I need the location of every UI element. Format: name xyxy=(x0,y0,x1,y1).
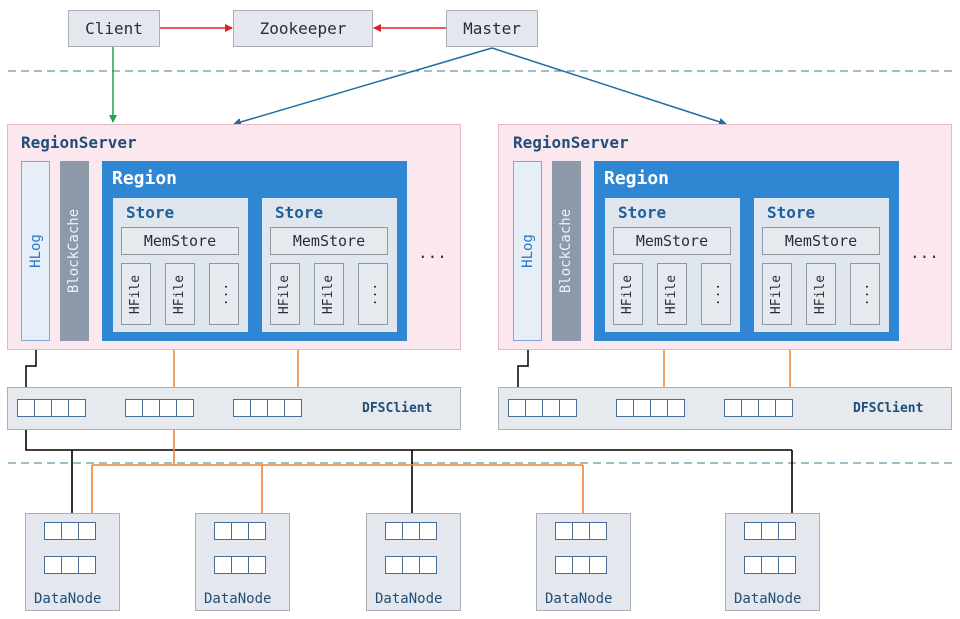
hfile-label: HFile xyxy=(813,274,829,314)
rs2-store-1-hfile-more: ... xyxy=(701,263,731,325)
rs2-hlog-arrow xyxy=(514,341,529,398)
rs1-store-2-memstore: MemStore xyxy=(270,227,388,255)
memstore-label: MemStore xyxy=(635,232,709,250)
hlog-1: HLog xyxy=(21,161,50,341)
datanode-2: DataNode xyxy=(195,513,290,611)
dfsclient-1-buffer-3 xyxy=(233,399,302,417)
master-to-rs2-arrow xyxy=(491,47,727,126)
datanode-4: DataNode xyxy=(536,513,631,611)
dfsclient-1-buffer-1 xyxy=(17,399,86,417)
dfsclient-2-buffer-2 xyxy=(616,399,685,417)
datanode-3: DataNode xyxy=(366,513,461,611)
hfile-label: HFile xyxy=(277,274,293,314)
hfile-label: HFile xyxy=(128,274,144,314)
dfsclient-2-buffer-1 xyxy=(508,399,577,417)
blockcache-1: BlockCache xyxy=(60,161,89,341)
hfile-label: HFile xyxy=(620,274,636,314)
memstore-label: MemStore xyxy=(143,232,217,250)
rs1-store-2-hfile-1: HFile xyxy=(270,263,300,325)
datanode-block-row xyxy=(555,522,607,540)
datanode-3-label: DataNode xyxy=(375,591,443,607)
regionserver-1-title: RegionServer xyxy=(21,133,137,152)
rs2-store-1-memstore: MemStore xyxy=(613,227,731,255)
client-box: Client xyxy=(68,10,160,47)
datanode-5-label: DataNode xyxy=(734,591,802,607)
datanode-5: DataNode xyxy=(725,513,820,611)
memstore-label: MemStore xyxy=(292,232,366,250)
rs2-store-2-hfile-1: HFile xyxy=(762,263,792,325)
hfile-label: HFile xyxy=(321,274,337,314)
more-label: ... xyxy=(857,282,873,306)
rs1-store-1-hfile-2: HFile xyxy=(165,263,195,325)
datanode-1: DataNode xyxy=(25,513,120,611)
rs2-store-2-memstore: MemStore xyxy=(762,227,880,255)
rs1-store-1-hfile-1: HFile xyxy=(121,263,151,325)
rs2-store-1-title: Store xyxy=(618,203,667,222)
rs1-store-1-hfile-more: ... xyxy=(209,263,239,325)
rs1-store-2-title: Store xyxy=(275,203,324,222)
rs2-store-2-hfile-2: HFile xyxy=(806,263,836,325)
datanode-block-row xyxy=(44,556,96,574)
datanode-block-row xyxy=(744,522,796,540)
blockcache-2-label: BlockCache xyxy=(558,208,575,294)
region-2-title: Region xyxy=(604,168,670,189)
region-1-title: Region xyxy=(112,168,178,189)
master-box: Master xyxy=(446,10,538,47)
dfsclient-2-label: DFSClient xyxy=(853,401,924,416)
rs2-region-ellipsis: ... xyxy=(910,243,939,262)
datanode-block-row xyxy=(214,556,266,574)
datanode-1-label: DataNode xyxy=(34,591,102,607)
dfsclient-2-buffer-3 xyxy=(724,399,793,417)
hfile-label: HFile xyxy=(172,274,188,314)
datanode-block-row xyxy=(385,522,437,540)
hlog-2-label: HLog xyxy=(519,234,536,268)
datanode-block-row xyxy=(385,556,437,574)
memstore-label: MemStore xyxy=(784,232,858,250)
client-label: Client xyxy=(85,19,143,38)
blockcache-1-label: BlockCache xyxy=(66,208,83,294)
datanode-block-row xyxy=(744,556,796,574)
more-label: ... xyxy=(708,282,724,306)
hlog-2: HLog xyxy=(513,161,542,341)
hfile-label: HFile xyxy=(769,274,785,314)
hfile-label: HFile xyxy=(664,274,680,314)
rs2-store-2-hfile-more: ... xyxy=(850,263,880,325)
rs1-region-ellipsis: ... xyxy=(418,243,447,262)
datanode-block-row xyxy=(44,522,96,540)
rs2-store-1-hfile-1: HFile xyxy=(613,263,643,325)
datanode-4-label: DataNode xyxy=(545,591,613,607)
rs1-store-1-title: Store xyxy=(126,203,175,222)
rs1-store-2-hfile-2: HFile xyxy=(314,263,344,325)
rs1-hlog-arrow xyxy=(22,341,37,398)
more-label: ... xyxy=(216,282,232,306)
dfsclient-1-label: DFSClient xyxy=(362,401,433,416)
rs2-store-2-title: Store xyxy=(767,203,816,222)
zookeeper-box: Zookeeper xyxy=(233,10,373,47)
datanode-block-row xyxy=(214,522,266,540)
blockcache-2: BlockCache xyxy=(552,161,581,341)
datanode-block-row xyxy=(555,556,607,574)
rs2-store-1-hfile-2: HFile xyxy=(657,263,687,325)
hlog-1-label: HLog xyxy=(27,234,44,268)
rs1-store-1-memstore: MemStore xyxy=(121,227,239,255)
master-label: Master xyxy=(463,19,521,38)
regionserver-2-title: RegionServer xyxy=(513,133,629,152)
zookeeper-label: Zookeeper xyxy=(259,19,347,38)
datanode-2-label: DataNode xyxy=(204,591,272,607)
rs1-store-2-hfile-more: ... xyxy=(358,263,388,325)
master-to-rs1-arrow xyxy=(233,47,493,126)
dfsclient-1-buffer-2 xyxy=(125,399,194,417)
more-label: ... xyxy=(365,282,381,306)
